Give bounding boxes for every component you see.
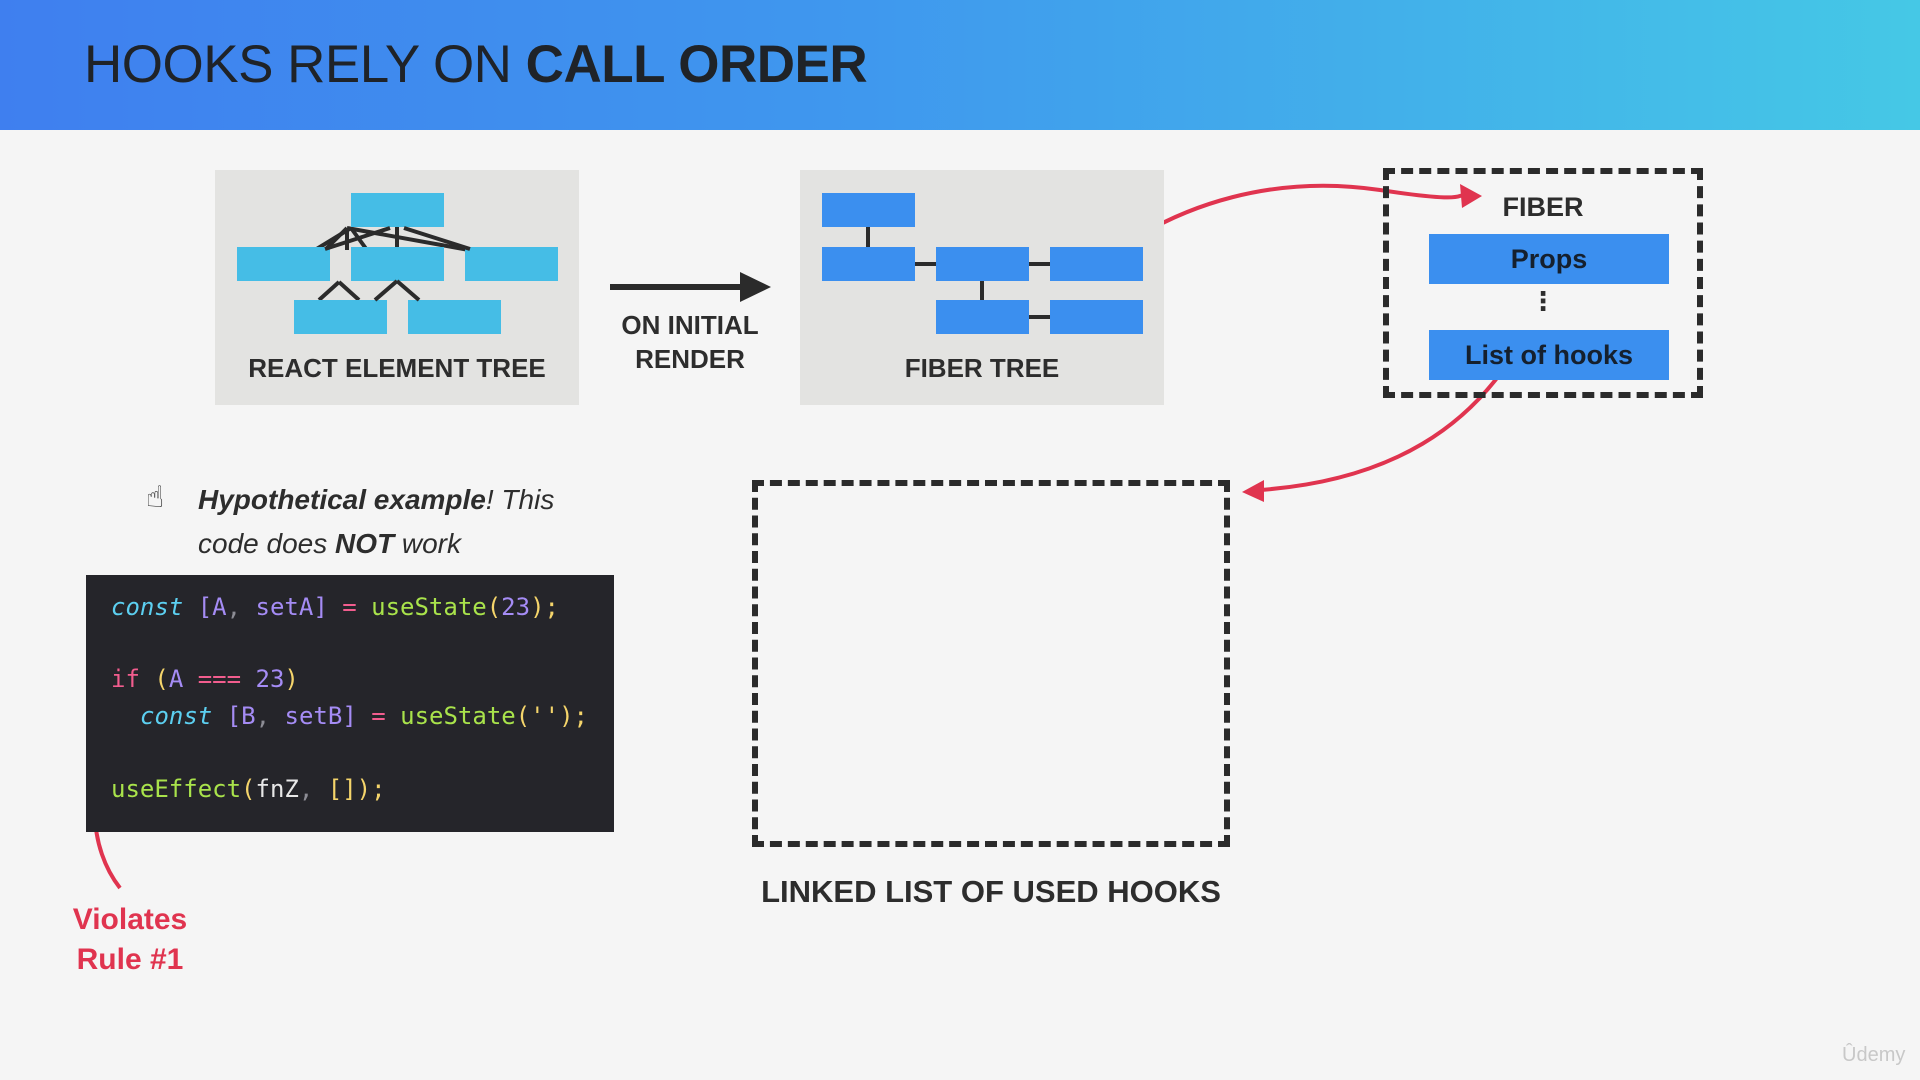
- react-element-tree-label: REACT ELEMENT TREE: [248, 353, 546, 383]
- code-token: ]: [342, 702, 357, 730]
- fiber-hooks-list-item: List of hooks: [1429, 330, 1669, 380]
- code-token: (: [241, 775, 256, 803]
- fiber-node: [936, 300, 1029, 334]
- code-token: =: [356, 702, 401, 730]
- code-line-4: useEffect(fnZ, []);: [111, 775, 386, 803]
- code-token: (: [486, 593, 502, 621]
- fiber-props-item: Props: [1429, 234, 1669, 284]
- react-element-tree-graphic: [237, 193, 558, 334]
- title-bar: HOOKS RELY ON CALL ORDER: [0, 0, 1920, 130]
- fiber-node: [936, 247, 1029, 281]
- code-line-1: const [A, setA] = useState(23);: [111, 593, 559, 621]
- udemy-watermark: Ûdemy: [1842, 1044, 1906, 1066]
- fiber-node: [822, 193, 915, 227]
- note-line1-rest: ! This: [485, 484, 555, 515]
- code-token: fnZ: [255, 775, 299, 803]
- code-token: A: [212, 593, 227, 621]
- tree-node: [351, 247, 444, 281]
- note-line2-suffix: work: [394, 528, 462, 559]
- linked-list-caption: LINKED LIST OF USED HOOKS: [761, 874, 1221, 909]
- violates-line2: Rule #1: [76, 943, 184, 976]
- note-line2-prefix: code does: [198, 528, 335, 559]
- code-token: (: [515, 702, 531, 730]
- code-token: [: [183, 593, 213, 621]
- code-token: 23: [255, 665, 285, 693]
- code-token: '': [530, 702, 560, 730]
- code-token: ]: [313, 593, 328, 621]
- code-token: );: [356, 775, 386, 803]
- code-token: =: [327, 593, 372, 621]
- render-arrow-label-line1: ON INITIAL: [621, 310, 759, 340]
- fiber-tree-label: FIBER TREE: [904, 353, 1060, 383]
- code-token: const: [111, 593, 184, 621]
- code-token: if: [111, 665, 140, 693]
- fiber-details-box: FIBER Props ⋮ List of hooks: [1383, 168, 1703, 398]
- code-token: ===: [183, 665, 256, 693]
- tree-node: [294, 300, 387, 334]
- linked-list-box: [752, 480, 1230, 847]
- pointing-hand-icon: ☝: [146, 481, 165, 514]
- code-token: ,: [298, 775, 328, 803]
- react-element-tree-panel: REACT ELEMENT TREE: [215, 170, 579, 405]
- code-token: useEffect: [111, 775, 242, 803]
- fiber-node: [1050, 300, 1143, 334]
- hooks-pointer-arrowhead: [1242, 480, 1264, 502]
- code-token: useState: [371, 593, 487, 621]
- note-bold: Hypothetical example: [198, 484, 486, 515]
- code-token: A: [168, 665, 184, 693]
- code-token: const: [140, 702, 213, 730]
- code-token: [: [212, 702, 242, 730]
- code-token: );: [559, 702, 588, 730]
- violates-line1: Violates: [72, 903, 188, 936]
- render-arrow-label: ON INITIAL RENDER: [600, 308, 780, 376]
- tree-node: [408, 300, 501, 334]
- title-regular: HOOKS RELY ON: [84, 35, 526, 94]
- render-arrow-label-line2: RENDER: [635, 344, 745, 374]
- code-token: );: [530, 593, 559, 621]
- tree-node: [351, 193, 444, 227]
- code-line-3: const [B, setB] = useState('');: [140, 702, 588, 730]
- code-token: ): [284, 665, 299, 693]
- code-token: (: [139, 665, 169, 693]
- code-token: ,: [226, 593, 256, 621]
- code-token: setB: [284, 702, 343, 730]
- code-token: ,: [255, 702, 285, 730]
- code-token: B: [241, 702, 256, 730]
- violates-annotation: Violates Rule #1: [40, 900, 220, 980]
- tree-node: [465, 247, 558, 281]
- title-bold: CALL ORDER: [525, 35, 868, 94]
- hypothetical-note: Hypothetical example! This code does NOT…: [198, 478, 618, 566]
- code-line-2: if (A === 23): [111, 665, 299, 693]
- code-token: 23: [501, 593, 531, 621]
- fiber-node: [1050, 247, 1143, 281]
- fiber-tree-panel: FIBER TREE: [800, 170, 1164, 405]
- fiber-label: FIBER: [1502, 192, 1584, 222]
- fiber-ellipsis: ⋮: [1530, 286, 1556, 316]
- fiber-tree-graphic: [822, 193, 1143, 334]
- slide-title: HOOKS RELY ON CALL ORDER: [84, 34, 868, 95]
- code-token: useState: [400, 702, 516, 730]
- render-arrow-head: [740, 272, 771, 302]
- fiber-node: [822, 247, 915, 281]
- note-line2-bold: NOT: [335, 528, 395, 559]
- code-token: setA: [255, 593, 314, 621]
- code-token: []: [327, 775, 357, 803]
- tree-node: [237, 247, 330, 281]
- code-block: const [A, setA] = useState(23); if (A ==…: [86, 575, 614, 832]
